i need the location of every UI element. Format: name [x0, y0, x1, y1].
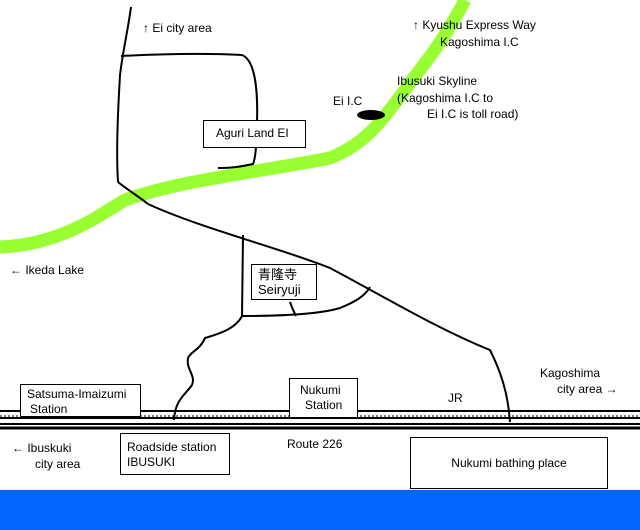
seiryuji-roman-label: Seiryuji: [258, 282, 301, 297]
ibusuki-city-label-2: city area: [35, 457, 81, 471]
road-seiryuji-bottom: [241, 286, 371, 317]
road-aguri-loop: [120, 52, 259, 169]
kyushu-expressway-label: ↑ Kyushu Express Way: [413, 18, 536, 32]
satsuma-imaizumi-station-box: Satsuma-Imaizumi Station: [20, 384, 141, 417]
roadside-station-label: Roadside station: [127, 440, 217, 454]
aguri-land-label: Aguri Land EI: [216, 126, 289, 140]
satsuma-imaizumi-label: Satsuma-Imaizumi: [27, 387, 127, 401]
seiryuji-box: 青隆寺 Seiryuji: [251, 264, 317, 300]
roadside-station-box: Roadside station IBUSUKI: [120, 433, 230, 475]
seiryuji-kanji-label: 青隆寺: [258, 267, 298, 282]
route-226-label: Route 226: [287, 437, 343, 451]
nukumi-label: Nukumi: [300, 383, 341, 397]
kagoshima-ic-label: Kagoshima I.C: [440, 35, 519, 49]
ei-city-area-label: ↑ Ei city area: [143, 21, 212, 35]
nukumi-bathing-place-label: Nukumi bathing place: [451, 456, 567, 470]
ibusuki-skyline-note-2: Ei I.C is toll road): [427, 107, 519, 121]
road-seiryuji-west: [241, 234, 244, 317]
road-to-ei-city: [116, 6, 132, 183]
ibusuki-skyline-label: Ibusuki Skyline: [397, 74, 478, 88]
satsuma-imaizumi-station-label: Station: [30, 402, 68, 416]
nukumi-station-box: Nukumi Station: [289, 378, 358, 418]
route-226-line: [0, 423, 640, 430]
jr-label: JR: [448, 391, 463, 405]
ibusuki-skyline-note-1: (Kagoshima I.C to: [397, 91, 494, 105]
road-seiryuji-inner: [289, 301, 297, 317]
road-junction-diamond: [117, 181, 149, 205]
ei-ic-label: Ei I.C: [333, 94, 363, 108]
road-network: [116, 6, 511, 423]
nukumi-bathing-place-box: Nukumi bathing place: [410, 437, 608, 489]
nukumi-station-label: Station: [305, 398, 343, 412]
ikeda-lake-label: ← Ikeda Lake: [10, 263, 85, 277]
kagoshima-city-label-2: city area →: [557, 382, 618, 396]
ei-ic-marker: [357, 110, 385, 120]
roadside-station-name: IBUSUKI: [127, 455, 176, 469]
road-to-station-south: [173, 315, 243, 421]
road-diagonal-to-jr: [147, 203, 511, 423]
kagoshima-city-label-1: Kagoshima: [540, 366, 601, 380]
ibusuki-city-label-1: ← Ibuskuki: [12, 441, 72, 455]
sea-area: [0, 490, 640, 530]
expressway-line: [0, 0, 471, 254]
aguri-land-box: Aguri Land EI: [203, 120, 306, 148]
